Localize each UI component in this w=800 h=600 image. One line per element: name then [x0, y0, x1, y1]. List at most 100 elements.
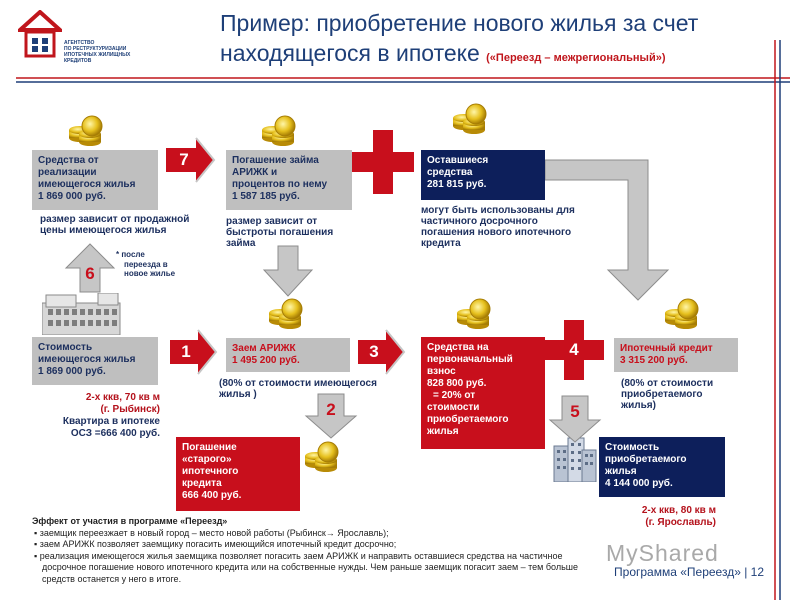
logo-line: ПО РЕСТРУКТУРИЗАЦИИ	[64, 46, 127, 52]
new-building-icon	[553, 437, 597, 482]
arrow-right-icon	[166, 138, 214, 182]
box-line: средства	[427, 167, 473, 178]
current-value-box: Стоимость имеющегося жилья 1 869 000 руб…	[32, 337, 158, 385]
title-subtitle: («Переезд – межрегиональный»)	[486, 52, 666, 64]
note-line: размер зависит от	[226, 216, 318, 227]
old-building-icon	[42, 293, 121, 335]
step-number-6: 6	[85, 264, 95, 283]
note-line: жилья)	[621, 400, 656, 411]
step-number-5: 5	[570, 402, 580, 421]
step-number-4: 4	[569, 340, 579, 359]
box-line: Погашение	[182, 442, 237, 453]
loan-repay-box: Погашение займа АРИЖК и процентов по нем…	[226, 150, 352, 210]
box-line: 1 869 000 руб.	[38, 366, 106, 377]
down-payment-box: Средства на первоначальный взнос 828 800…	[421, 337, 545, 449]
new-value-box: Стоимость приобретаемого жилья 4 144 000…	[599, 437, 725, 497]
loan-box: Заем АРИЖК 1 495 200 руб.	[226, 338, 350, 372]
note-line: 2-х ккв, 80 кв м	[641, 505, 716, 516]
box-line: 1 587 185 руб.	[232, 191, 300, 202]
agency-logo: АГЕНТСТВО ПО РЕСТРУКТУРИЗАЦИИ ИПОТЕЧНЫХ …	[18, 10, 198, 80]
box-line: жилья	[427, 426, 459, 437]
note-line: погашения нового ипотечного	[421, 227, 572, 238]
sale-funds-box: Средства от реализации имеющегося жилья …	[32, 150, 158, 210]
house-logo-icon	[18, 10, 62, 58]
box-line: Средства от	[38, 155, 99, 166]
box-line: 1 495 200 руб.	[232, 355, 300, 366]
arrow-right-icon	[358, 330, 404, 374]
old-mortgage-repay-box: Погашение «старого» ипотечного кредита 6…	[176, 437, 300, 511]
box-line: реализации	[38, 167, 97, 178]
mortgage-box: Ипотечный кредит 3 315 200 руб.	[614, 338, 738, 372]
note-line: займа	[226, 238, 256, 249]
note-line: быстроты погашения	[226, 227, 334, 238]
box-line: первоначальный	[427, 354, 513, 365]
note-line: (80% от стоимости	[621, 378, 714, 389]
box-line: 1 869 000 руб.	[38, 191, 106, 202]
box-line: Средства на	[427, 342, 489, 353]
box-line: процентов по нему	[232, 179, 328, 190]
box-line: 828 800 руб.	[427, 378, 487, 389]
step-number-1: 1	[181, 342, 191, 361]
note-line: Квартира в ипотеке	[62, 416, 160, 427]
after-move-note: * после переезда в новое жилье	[116, 250, 175, 279]
effect-heading: Эффект от участия в программе «Переезд»	[32, 516, 228, 526]
effect-item: ▪ заем АРИЖК позволяет заемщику погасить…	[34, 539, 397, 549]
box-line: Заем АРИЖК	[232, 343, 296, 354]
box-line: ипотечного	[182, 466, 239, 477]
note-line: * после	[116, 250, 145, 259]
plus-icon	[544, 320, 604, 380]
effect-item: ▪ реализация имеющегося жилья заемщика п…	[34, 550, 578, 584]
box-line: Стоимость	[605, 442, 660, 453]
note-line: (г. Рыбинск)	[100, 404, 160, 415]
logo-line: КРЕДИТОВ	[64, 58, 92, 64]
step-number-7: 7	[179, 150, 189, 169]
note-line: размер зависит от продажной	[40, 214, 190, 225]
plus-icon	[352, 130, 414, 194]
box-line: 3 315 200 руб.	[620, 355, 688, 366]
note-line: переезда в	[124, 259, 168, 269]
box-line: «старого»	[182, 454, 232, 465]
note-line: приобретаемого	[621, 389, 703, 400]
box-line: Оставшиеся	[427, 155, 489, 166]
note-line: частичного досрочного	[421, 216, 538, 227]
arrow-up-icon	[64, 243, 116, 293]
box-line: Стоимость	[38, 342, 93, 353]
note-line: (г. Ярославль)	[645, 517, 716, 528]
old-flat-mortgage-note: Квартира в ипотеке ОСЗ =666 400 руб.	[30, 416, 160, 440]
box-line: 4 144 000 руб.	[605, 478, 673, 489]
old-flat-note: 2-х ккв, 70 кв м (г. Рыбинск)	[40, 392, 160, 416]
loan-note: (80% от стоимости имеющегося жилья )	[219, 378, 377, 400]
step-number-2: 2	[326, 400, 336, 419]
arrow-down-icon	[304, 393, 358, 439]
title-line-1: Пример: приобретение нового жилья за сче…	[220, 10, 699, 36]
box-line: взнос	[427, 366, 456, 377]
box-line: = 20% от	[433, 390, 476, 401]
effect-item-text: реализация имеющегося жилья заемщика поз…	[39, 550, 578, 584]
effect-item-text: заем АРИЖК позволяет заемщику погасить и…	[39, 539, 397, 549]
arrow-down-icon	[548, 395, 602, 443]
box-line: жилья	[605, 466, 637, 477]
box-line: приобретаемого	[605, 454, 687, 465]
box-line: Погашение займа	[232, 155, 319, 166]
note-line: (80% от стоимости имеющегося	[219, 378, 377, 389]
effect-item-text: заемщик переезжает в новый город – место…	[39, 527, 389, 538]
logo-line: АГЕНТСТВО	[64, 40, 95, 46]
remaining-funds-note: могут быть использованы для частичного д…	[421, 205, 575, 249]
mortgage-note: (80% от стоимости приобретаемого жилья)	[621, 378, 713, 411]
sale-funds-note: размер зависит от продажной цены имеющег…	[40, 214, 189, 236]
page-title: Пример: приобретение нового жилья за сче…	[220, 8, 780, 73]
note-line: 2-х ккв, 70 кв м	[85, 392, 160, 403]
effect-section: Эффект от участия в программе «Переезд» …	[32, 516, 592, 585]
box-line: имеющегося жилья	[38, 179, 136, 190]
box-line: стоимости	[427, 402, 480, 413]
note-line: жилья )	[219, 389, 257, 400]
box-line: имеющегося жилья	[38, 354, 136, 365]
box-line: кредита	[182, 478, 222, 489]
note-line: цены имеющегося жилья	[40, 225, 167, 236]
note-line: новое жилье	[124, 269, 176, 278]
loan-repay-note: размер зависит от быстроты погашения зай…	[226, 216, 333, 249]
watermark: MyShared	[606, 540, 719, 566]
box-line: АРИЖК и	[232, 167, 278, 178]
